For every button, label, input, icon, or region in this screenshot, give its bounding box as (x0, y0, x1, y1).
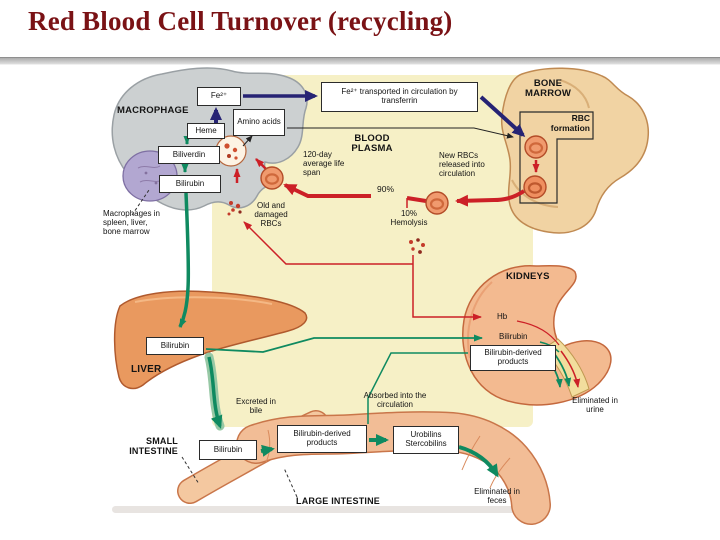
page-title: Red Blood Cell Turnover (recycling) (28, 6, 453, 36)
rbc-formation-label: RBC formation (550, 113, 590, 133)
plasma-to-macrophage-arrow (283, 183, 371, 198)
absorbed-label: Absorbed into the circulation (363, 391, 427, 410)
urobilins-stercobilins-box: Urobilins Stercobilins (393, 426, 459, 454)
phagosome-to-amino-acids-arrow (242, 135, 253, 147)
liver-shape (113, 290, 308, 390)
amino-acids-box: Amino acids (233, 109, 285, 136)
bilirubin-to-liver-arrow (178, 192, 191, 328)
blood-plasma-panel (212, 75, 533, 427)
bilirubin-macrophage-box: Bilirubin (159, 175, 221, 193)
figure-shadow (112, 506, 536, 513)
bilirubin-to-derived-arrow (260, 444, 275, 457)
rbc-fragments-hemolysis (409, 238, 425, 254)
hb-label: Hb (497, 312, 508, 321)
liver-label: LIVER (131, 364, 162, 375)
kidneys-label: KIDNEYS (506, 271, 550, 282)
percent-recycled-label: 90% (377, 184, 395, 194)
hemolysis-to-kidney-arrow (412, 255, 482, 321)
rbc-old-at-macrophage (260, 166, 284, 190)
plasma-rbc-line (406, 196, 427, 203)
rbc-released-marrow (523, 175, 547, 199)
eliminated-urine-label: Eliminated in urine (572, 396, 618, 415)
kidney-shape (462, 265, 612, 406)
bilirubin-derived-intestine-box: Bilirubin-derived products (277, 425, 367, 453)
fe2-box: Fe²⁺ (197, 87, 241, 106)
biliverdin-box: Biliverdin (158, 146, 220, 164)
rbc-formation-outline (519, 111, 594, 204)
phagosome (215, 135, 247, 167)
liver-bilirubin-to-kidney-line (205, 334, 483, 353)
rbc-new-marrow (524, 135, 548, 159)
eliminated-feces-label: Eliminated in feces (474, 487, 520, 506)
heme-box: Heme (187, 123, 225, 139)
macrophage-locations-label: Macrophages in spleen, liver, bone marro… (103, 209, 160, 237)
blood-plasma-label: BLOOD PLASMA (351, 133, 393, 155)
old-damaged-rbcs-label: Old and damaged RBCs (254, 201, 288, 229)
large-intestine-pointer-line (283, 467, 298, 498)
ureter-red-arrow (560, 350, 581, 388)
transferrin-box: Fe²⁺ transported in circulation by trans… (321, 82, 478, 112)
hemolysis-to-macrophage-arrow (243, 221, 413, 265)
hb-internal-kidney-line (516, 320, 560, 346)
amino-acids-to-marrow-line (287, 127, 514, 139)
bile-duct (204, 352, 225, 431)
marrow-to-plasma-arrow (455, 189, 526, 207)
transferrin-to-marrow-arrow (479, 95, 526, 138)
absorbed-to-kidney-line (367, 352, 468, 424)
life-span-label: 120-day average life span (303, 150, 345, 178)
bilirubin-small-intestine-box: Bilirubin (199, 440, 257, 460)
title-divider (0, 57, 720, 65)
rbc-circulating (425, 191, 449, 215)
new-rbcs-label: New RBCs released into circulation (439, 151, 485, 179)
macrophage-label: MACROPHAGE (117, 105, 189, 116)
rbc-to-phagosome-arrow-1 (255, 158, 267, 170)
bilirubin-liver-box: Bilirubin (146, 337, 204, 355)
urobilins-to-feces-arrow (458, 445, 499, 478)
large-intestine-label: LARGE INTESTINE (296, 496, 381, 506)
bilirubin-derived-kidney-box: Bilirubin-derived products (470, 345, 556, 371)
rbc-fragments-macrophage (227, 201, 242, 216)
bone-marrow-label: BONE MARROW (524, 78, 572, 100)
excreted-in-bile-label: Excreted in bile (235, 397, 277, 416)
bilirubin-kidney-label: Bilirubin (499, 332, 528, 341)
small-intestine-label: SMALL INTESTINE (129, 436, 178, 456)
hemolysis-label: 10% Hemolysis (390, 209, 428, 228)
